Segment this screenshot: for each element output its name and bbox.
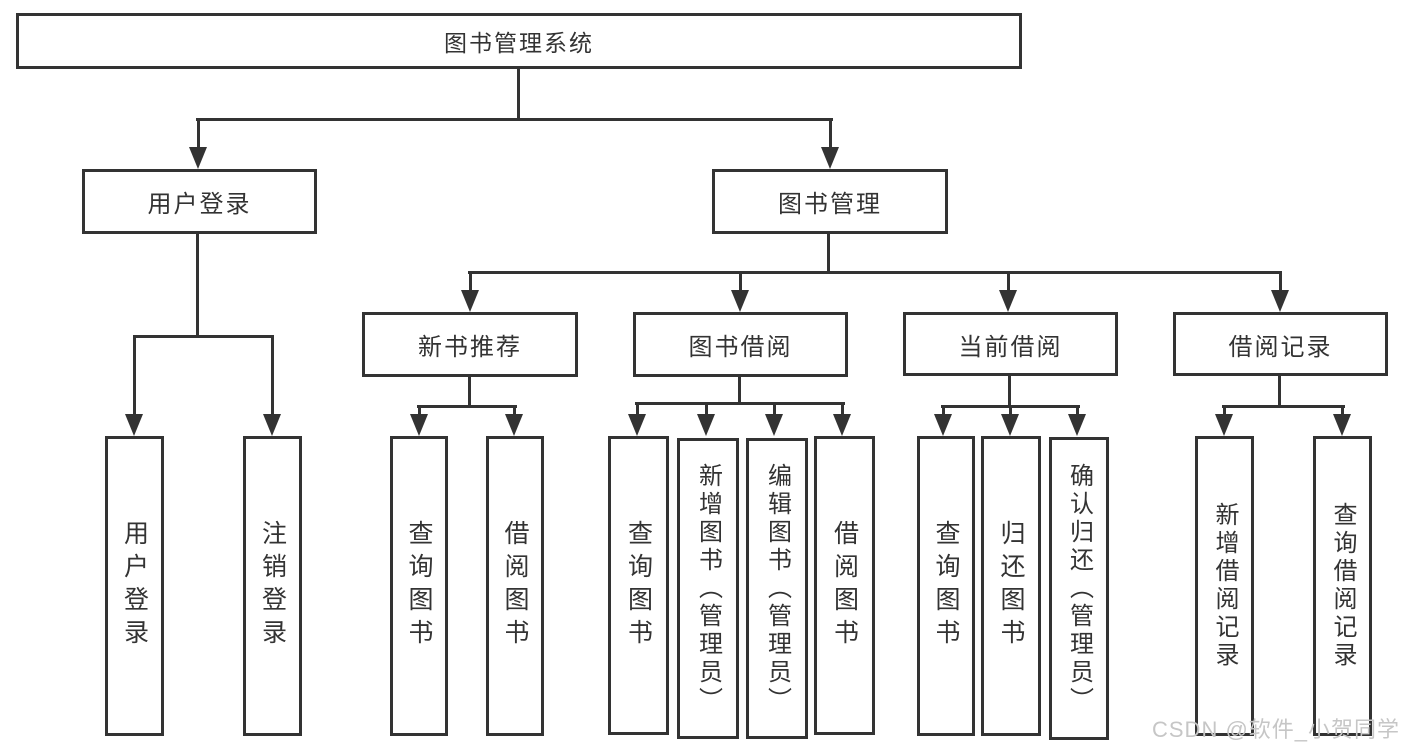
node-borrowing-records: 借阅记录 <box>1173 312 1388 376</box>
node-book-borrowing: 图书借阅 <box>633 312 848 377</box>
arrowhead-icon <box>999 290 1017 312</box>
leaf-bb-edit-books-admin: 编辑图书（管理员） <box>746 438 808 739</box>
leaf-cb-return-books: 归还图书 <box>981 436 1041 736</box>
arrowhead-icon <box>461 290 479 312</box>
arrow-to-cb-query <box>934 408 952 436</box>
arrowhead-icon <box>1001 414 1019 436</box>
arrowhead-icon <box>1333 414 1351 436</box>
arrowhead-icon <box>125 414 143 436</box>
arrow-to-leaf-login <box>125 338 143 436</box>
connector-book-mgmt-crossbar <box>468 271 1282 274</box>
connector-root-stem <box>517 68 520 121</box>
arrow-to-br-query <box>1333 408 1351 436</box>
csdn-watermark: CSDN @软件_小贺同学 <box>1152 717 1401 742</box>
connector-new-rec-stem <box>468 376 471 408</box>
arrowhead-icon <box>505 414 523 436</box>
arrowhead-icon <box>697 414 715 436</box>
connector-user-login-stem <box>196 233 199 338</box>
arrowhead-icon <box>821 147 839 169</box>
arrow-to-bb-add <box>697 405 715 436</box>
arrow-to-br-add <box>1215 408 1233 436</box>
connector-user-login-crossbar <box>133 335 274 338</box>
arrowhead-icon <box>1068 414 1086 436</box>
leaf-bb-borrow-books: 借阅图书 <box>814 436 875 735</box>
leaf-br-query-record: 查询借阅记录 <box>1313 436 1372 736</box>
connector-borrow-rec-crossbar <box>1222 405 1345 408</box>
node-book-management: 图书管理 <box>712 169 948 234</box>
connector-book-borrow-crossbar <box>635 402 845 405</box>
connector-new-rec-crossbar <box>417 405 517 408</box>
leaf-br-add-record: 新增借阅记录 <box>1195 436 1254 736</box>
connector-cur-borrow-crossbar <box>941 405 1080 408</box>
arrow-to-bb-edit <box>765 405 783 436</box>
arrow-to-borrow-rec <box>1271 274 1289 312</box>
arrow-to-cb-return <box>1001 408 1019 436</box>
connector-root-crossbar <box>196 118 833 121</box>
arrow-to-cb-confirm <box>1068 408 1086 436</box>
arrow-to-rec-query <box>410 408 428 436</box>
arrowhead-icon <box>833 414 851 436</box>
leaf-bb-add-books-admin: 新增图书（管理员） <box>677 438 739 739</box>
arrowhead-icon <box>1271 290 1289 312</box>
arrow-to-bb-borrow <box>833 405 851 436</box>
node-library-management-system: 图书管理系统 <box>16 13 1022 69</box>
arrowhead-icon <box>189 147 207 169</box>
node-new-book-recommend: 新书推荐 <box>362 312 578 377</box>
leaf-bb-query-books: 查询图书 <box>608 436 669 735</box>
connector-book-borrow-stem <box>738 376 741 405</box>
arrowhead-icon <box>628 414 646 436</box>
leaf-rec-query-books: 查询图书 <box>390 436 448 736</box>
arrow-to-new-rec <box>461 274 479 312</box>
connector-cur-borrow-stem <box>1008 375 1011 408</box>
arrow-to-bb-query <box>628 405 646 436</box>
arrowhead-icon <box>934 414 952 436</box>
arrowhead-icon <box>1215 414 1233 436</box>
leaf-rec-borrow-books: 借阅图书 <box>486 436 544 736</box>
arrowhead-icon <box>765 414 783 436</box>
leaf-cb-query-books: 查询图书 <box>917 436 975 736</box>
leaf-cb-confirm-return-admin: 确认归还（管理员） <box>1049 437 1109 740</box>
arrow-to-leaf-logout <box>263 338 281 436</box>
leaf-user-login: 用户登录 <box>105 436 164 736</box>
arrow-to-book-borrow <box>731 274 749 312</box>
arrow-to-rec-borrow <box>505 408 523 436</box>
node-user-login: 用户登录 <box>82 169 317 234</box>
arrowhead-icon <box>410 414 428 436</box>
leaf-logout: 注销登录 <box>243 436 302 736</box>
arrow-to-book-mgmt <box>821 121 839 169</box>
connector-borrow-rec-stem <box>1278 375 1281 408</box>
arrowhead-icon <box>263 414 281 436</box>
arrow-to-cur-borrow <box>999 274 1017 312</box>
node-current-borrowing: 当前借阅 <box>903 312 1118 376</box>
arrowhead-icon <box>731 290 749 312</box>
connector-book-mgmt-stem <box>827 233 830 274</box>
arrow-to-user-login <box>189 121 207 169</box>
